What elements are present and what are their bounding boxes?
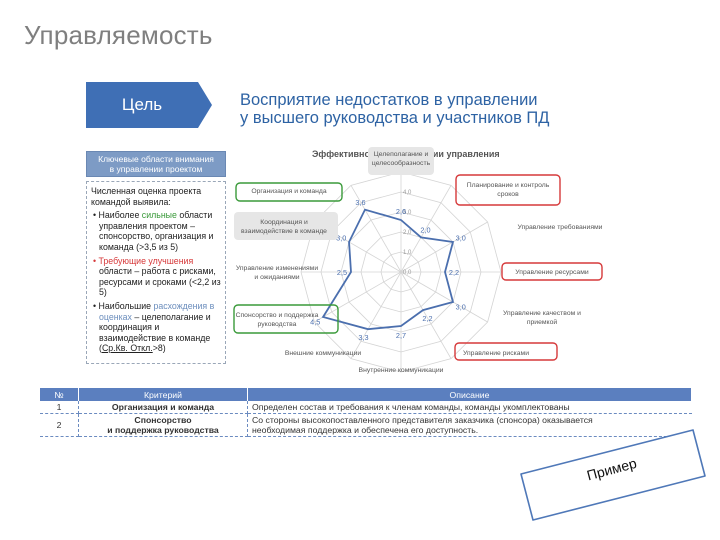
axis-label: Организация и команда <box>251 188 327 195</box>
goal-label: Цель <box>121 95 163 114</box>
highlight-box <box>233 304 339 334</box>
item-prefix: Наиболее <box>98 210 142 221</box>
scale-tick-label: 2,0 <box>403 230 412 236</box>
goal-badge: Цель <box>86 82 214 128</box>
goal-description-line2: у высшего руководства и участников ПД <box>240 109 550 127</box>
radar-chart: 0,01,02,03,04,05,02,62,03,02,23,02,22,73… <box>233 147 603 374</box>
item-suffix: >8) <box>152 343 166 354</box>
goal-description-line1: Восприятие недостатков в управлении <box>240 91 538 109</box>
data-label: 3,0 <box>456 303 466 312</box>
focus-areas-heading: Ключевые области внимания в управлении п… <box>86 151 226 177</box>
data-label: 3,0 <box>336 234 346 243</box>
highlight-box <box>454 342 558 361</box>
scale-tick-label: 3,0 <box>403 210 412 216</box>
focus-areas-heading-line2: в управлении проектом <box>109 164 203 174</box>
cell-description: Со стороны высокопоставленного представи… <box>247 413 692 437</box>
item-text: области – работа с рисками, ресурсами и … <box>99 266 221 298</box>
data-label: 2,7 <box>396 331 406 340</box>
axis-label: Внутренние коммуникации <box>359 367 444 374</box>
grid-spoke <box>400 185 452 273</box>
axis-label: Управление рисками <box>463 350 529 357</box>
col-header-num: № <box>40 388 79 401</box>
page-title: Управляемость <box>24 20 213 50</box>
series-line <box>321 208 455 331</box>
col-header-description: Описание <box>247 388 692 401</box>
cell-num: 1 <box>40 401 79 414</box>
scale-tick-label: 4,0 <box>403 190 412 196</box>
cell-criterion-line1: Спонсорство <box>134 415 192 425</box>
focus-areas-intro: Численная оценка проекта командой выявил… <box>91 186 202 207</box>
grid-spoke <box>350 185 402 273</box>
axis-label: Внешние коммуникации <box>285 350 362 357</box>
data-label: 2,6 <box>396 207 406 216</box>
focus-areas-heading-line1: Ключевые области внимания <box>98 154 214 164</box>
cell-criterion: Организация и команда <box>78 401 248 414</box>
data-label: 2,2 <box>449 268 459 277</box>
example-card <box>520 429 706 521</box>
highlight-box <box>368 147 434 175</box>
focus-areas-panel: Численная оценка проекта командой выявил… <box>86 181 226 364</box>
list-item: • Наибольшие расхождения в оценках – цел… <box>93 300 215 354</box>
data-label: 2,2 <box>422 314 432 323</box>
col-header-criterion: Критерий <box>78 388 248 401</box>
cell-num: 2 <box>40 413 79 437</box>
data-label: 2,0 <box>420 226 430 235</box>
cell-description-line1: Со стороны высокопоставленного представи… <box>252 415 593 425</box>
highlight-box <box>455 174 561 206</box>
scale-tick-label: 1,0 <box>403 250 412 256</box>
cell-description-line2: необходимая поддержка и обеспечена его д… <box>252 425 479 435</box>
grid-spoke <box>350 271 402 359</box>
grid-spoke <box>314 271 402 323</box>
grid-spoke <box>400 221 488 273</box>
data-label: 2,5 <box>337 268 347 277</box>
cell-description: Определен состав и требования к членам к… <box>247 401 692 414</box>
goal-arrow-shape <box>86 82 212 128</box>
table-row: 2 Спонсорство и поддержка руководства Со… <box>40 413 692 437</box>
abbr-std-dev: Ср.Кв. Откл. <box>101 343 153 354</box>
criteria-table: № Критерий Описание 1 Организация и кома… <box>40 388 692 437</box>
data-label: 3,3 <box>358 333 368 342</box>
highlight-box <box>501 262 603 281</box>
strong-keyword: сильные <box>141 210 177 221</box>
scale-tick-label: 0,0 <box>403 270 412 276</box>
data-label: 3,6 <box>355 198 365 207</box>
item-text: – целеполагание и координация и взаимоде… <box>99 311 211 354</box>
divergence-keyword: расхождения в оценках <box>99 300 215 322</box>
goal-description: Восприятие недостатков в управлении у вы… <box>240 91 549 127</box>
cell-criterion-line2: и поддержка руководства <box>107 425 219 435</box>
list-item: • Требующие улучшения области – работа с… <box>93 255 221 298</box>
highlight-box <box>234 212 338 240</box>
data-label: 4,5 <box>310 318 320 327</box>
axis-label: Управление ресурсами <box>515 269 589 276</box>
grid-spoke <box>400 271 452 359</box>
list-item: • Наиболее сильные области управления пр… <box>93 210 214 252</box>
data-label: 3,0 <box>456 234 466 243</box>
axis-label: Управление требованиями <box>518 223 603 231</box>
table-header-row: № Критерий Описание <box>40 388 692 401</box>
item-text: области управления проектом – спонсорств… <box>99 210 214 252</box>
cell-criterion: Спонсорство и поддержка руководства <box>78 413 248 437</box>
grid-spoke <box>400 271 488 323</box>
item-prefix: Наибольшие <box>98 300 154 311</box>
improve-keyword: Требующие улучшения <box>98 255 194 266</box>
highlight-box <box>235 182 343 202</box>
table-row: 1 Организация и команда Определен состав… <box>40 401 692 414</box>
